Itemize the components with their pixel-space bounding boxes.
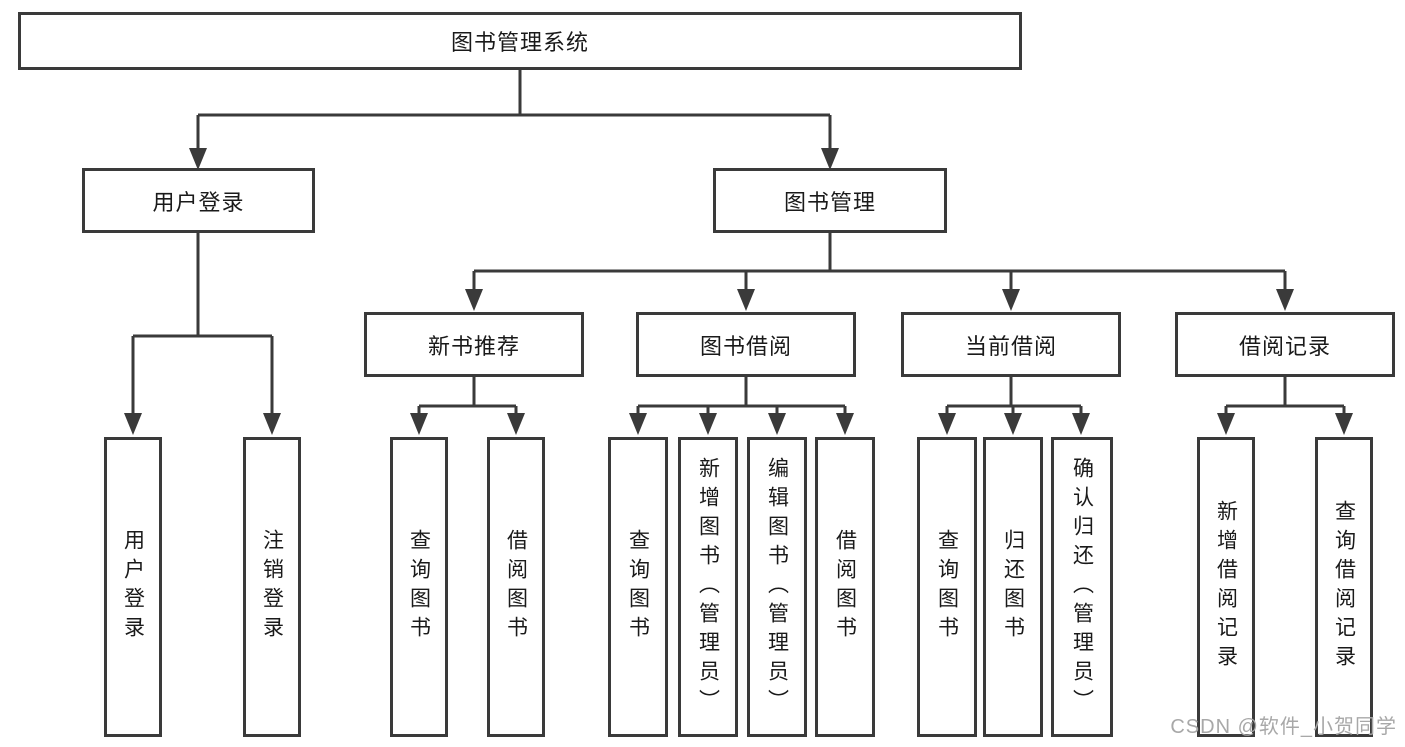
leaf-confirm-return-admin: 确认归还（管理员）: [1051, 437, 1113, 737]
leaf-label: 查询图书: [935, 529, 959, 645]
leaf-add-book-admin: 新增图书（管理员）: [678, 437, 738, 737]
arrowhead: [410, 413, 428, 435]
arrowhead: [1004, 413, 1022, 435]
arrowhead: [507, 413, 525, 435]
connector-book-borrow-children: [629, 377, 854, 435]
arrowhead: [1217, 413, 1235, 435]
leaf-query-books-recommend: 查询图书: [390, 437, 448, 737]
leaf-label: 借阅图书: [833, 529, 857, 645]
arrowhead: [737, 289, 755, 311]
node-new-book-recommendation: 新书推荐: [364, 312, 584, 377]
arrowhead: [465, 289, 483, 311]
leaf-user-login: 用户登录: [104, 437, 162, 737]
connector-user-login-children: [124, 233, 281, 435]
leaf-label: 新增图书（管理员）: [696, 456, 720, 718]
connector-current-borrow-children: [938, 377, 1090, 435]
arrowhead: [1276, 289, 1294, 311]
arrowhead: [768, 413, 786, 435]
leaf-label: 归还图书: [1001, 529, 1025, 645]
connector-new-book-children: [410, 377, 525, 435]
arrowhead: [629, 413, 647, 435]
leaf-label: 查询图书: [626, 529, 650, 645]
node-user-login-branch: 用户登录: [82, 168, 315, 233]
connector-borrow-records-children: [1217, 377, 1353, 435]
connector-root-to-branches: [189, 70, 839, 170]
node-current-borrowing: 当前借阅: [901, 312, 1121, 377]
leaf-label: 新增借阅记录: [1214, 500, 1238, 674]
node-book-management-branch: 图书管理: [713, 168, 947, 233]
arrowhead: [1002, 289, 1020, 311]
leaf-return-book: 归还图书: [983, 437, 1043, 737]
node-borrowing-records: 借阅记录: [1175, 312, 1395, 377]
leaf-add-borrow-record: 新增借阅记录: [1197, 437, 1255, 737]
leaf-label: 注销登录: [260, 529, 284, 645]
connector-book-mgmt-children: [465, 233, 1294, 311]
node-root-system: 图书管理系统: [18, 12, 1022, 70]
arrowhead: [124, 413, 142, 435]
arrowhead: [263, 413, 281, 435]
arrowhead: [821, 148, 839, 170]
arrowhead: [1335, 413, 1353, 435]
leaf-query-books-current: 查询图书: [917, 437, 977, 737]
leaf-query-books-borrow: 查询图书: [608, 437, 668, 737]
arrowhead: [699, 413, 717, 435]
leaf-label: 查询图书: [407, 529, 431, 645]
leaf-borrow-books-recommend: 借阅图书: [487, 437, 545, 737]
leaf-label: 编辑图书（管理员）: [765, 456, 789, 718]
leaf-borrow-books: 借阅图书: [815, 437, 875, 737]
arrowhead: [836, 413, 854, 435]
arrowhead: [1072, 413, 1090, 435]
arrowhead: [938, 413, 956, 435]
leaf-label: 用户登录: [121, 529, 145, 645]
leaf-query-borrow-record: 查询借阅记录: [1315, 437, 1373, 737]
arrowhead: [189, 148, 207, 170]
leaf-edit-book-admin: 编辑图书（管理员）: [747, 437, 807, 737]
leaf-label: 查询借阅记录: [1332, 500, 1356, 674]
leaf-label: 确认归还（管理员）: [1070, 456, 1094, 718]
leaf-label: 借阅图书: [504, 529, 528, 645]
leaf-logout: 注销登录: [243, 437, 301, 737]
csdn-watermark: CSDN @软件_小贺同学: [1170, 716, 1397, 738]
node-book-borrowing: 图书借阅: [636, 312, 856, 377]
